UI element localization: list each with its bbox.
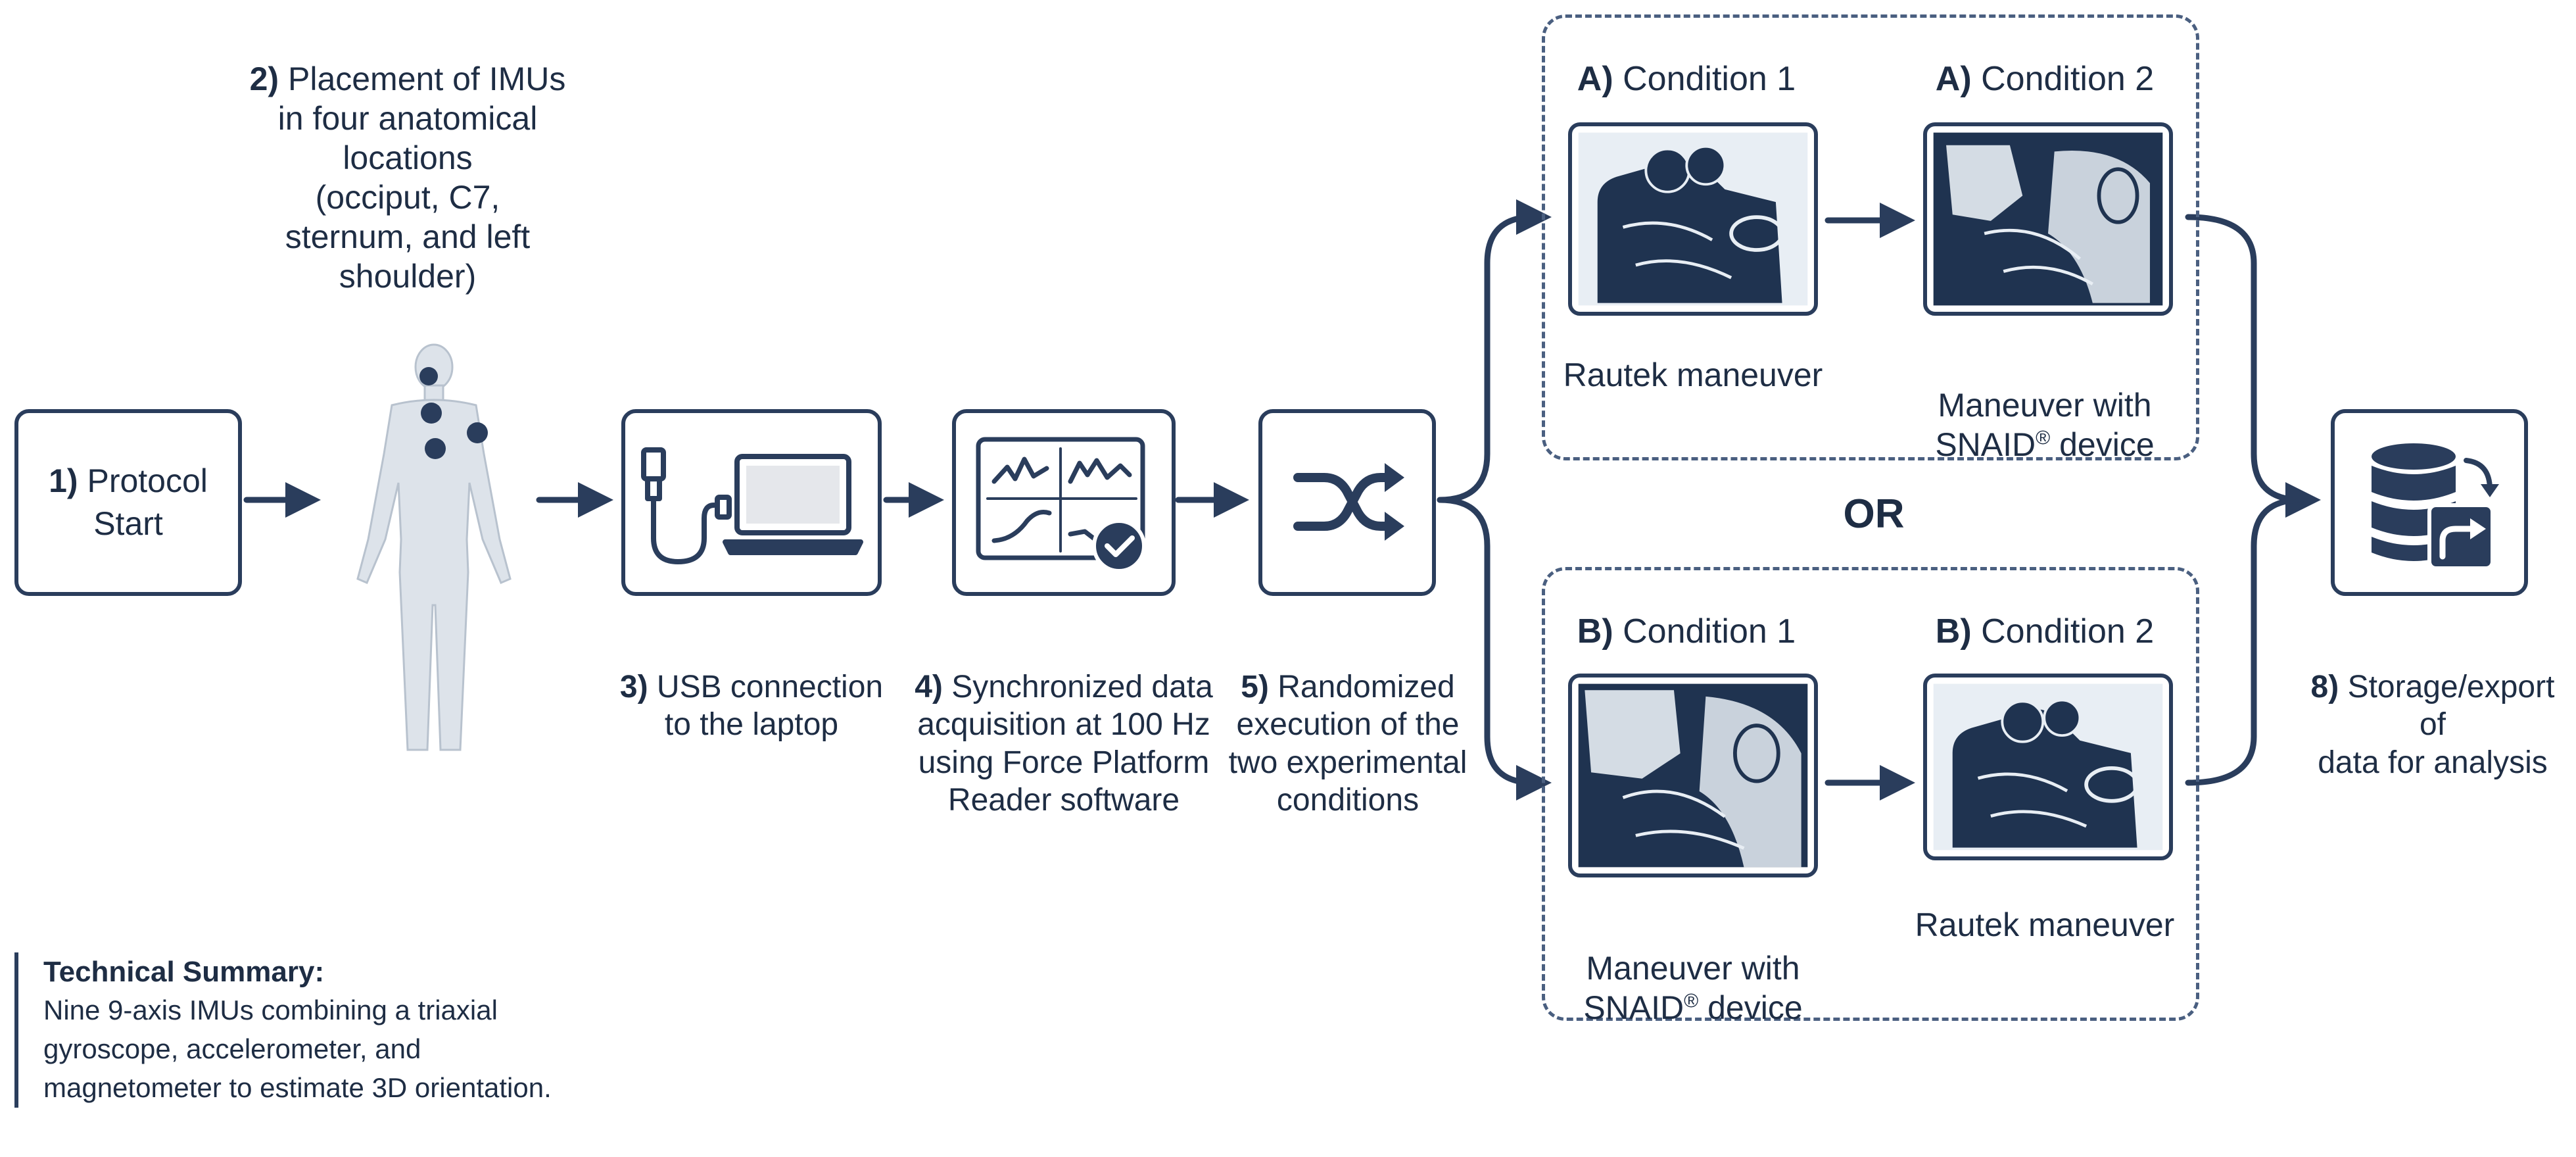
group-b-container	[1542, 567, 2199, 1021]
step-5-text: Randomized execution of the two experime…	[1228, 669, 1467, 818]
step-8-label: 8) Storage/export of data for analysis	[2301, 630, 2564, 781]
step-1-label: 1) Protocol Start	[18, 460, 238, 545]
step-3-box	[621, 409, 882, 596]
step-3-number: 3)	[619, 669, 648, 704]
step-8-box	[2331, 409, 2528, 596]
arrow-groupA-to-8	[2185, 214, 2321, 518]
rescue-scene-illustration	[1933, 132, 2163, 306]
group-a-condition-2-caption-line1: Maneuver with	[1938, 387, 2152, 424]
rescue-scene-illustration	[1578, 132, 1808, 306]
step-1-text: Protocol Start	[87, 462, 208, 542]
imu-c7-icon	[421, 403, 442, 424]
group-a-condition-2-title-text: Condition 2	[1971, 60, 2155, 98]
step-8-text: Storage/export of data for analysis	[2318, 669, 2555, 780]
step-1-number: 1)	[49, 462, 78, 499]
shuffle-icon	[1293, 463, 1404, 541]
technical-summary-text: Nine 9-axis IMUs combining a triaxial gy…	[43, 995, 552, 1103]
technical-summary-title: Technical Summary:	[43, 956, 325, 988]
imu-occiput-icon	[419, 367, 438, 385]
group-b-condition-1-title: B) Condition 1	[1565, 612, 1808, 651]
group-a-container	[1542, 14, 2199, 460]
step-1-box: 1) Protocol Start	[14, 409, 242, 596]
group-a-condition-1-prefix: A)	[1577, 60, 1613, 98]
group-a-condition-1-title: A) Condition 1	[1565, 59, 1808, 99]
step-4-box	[952, 409, 1176, 596]
group-b-condition-1-image	[1568, 674, 1818, 877]
step-4-label: 4) Synchronized data acquisition at 100 …	[901, 630, 1227, 820]
rescue-scene-illustration	[1933, 683, 2163, 850]
arrow-5-to-groupB	[1437, 497, 1552, 800]
step-4-text: Synchronized data acquisition at 100 Hz …	[917, 669, 1213, 818]
step-5-box	[1258, 409, 1436, 596]
technical-summary: Technical Summary: Nine 9-axis IMUs comb…	[14, 952, 701, 1108]
step-5-label: 5) Randomized execution of the two exper…	[1216, 630, 1479, 820]
step-2-text: Placement of IMUs in four anatomical loc…	[277, 61, 566, 295]
group-b-condition-2-image	[1923, 674, 2173, 860]
step-3-text: USB connection to the laptop	[656, 669, 884, 743]
group-a-condition-1-title-text: Condition 1	[1613, 60, 1796, 98]
registered-mark: ®	[1684, 990, 1699, 1012]
arrow-5-to-groupA	[1437, 199, 1552, 503]
step-5-number: 5)	[1241, 669, 1269, 704]
step-8-number: 8)	[2310, 669, 2339, 704]
group-b-condition-1-title-text: Condition 1	[1613, 612, 1796, 651]
imu-sternum-icon	[425, 438, 446, 459]
group-b-condition-2-caption: Rautek maneuver	[1915, 906, 2175, 943]
group-b-condition-1-caption-device: SNAID	[1583, 989, 1684, 1026]
registered-mark: ®	[2036, 427, 2051, 449]
step-3-label: 3) USB connection to the laptop	[605, 630, 898, 744]
group-a-condition-2-image	[1923, 122, 2173, 316]
group-b-condition-2-title: B) Condition 2	[1920, 612, 2170, 651]
arrow-groupB-to-8	[2185, 497, 2304, 786]
group-b-condition-2-title-text: Condition 2	[1971, 612, 2155, 651]
group-b-condition-1-prefix: B)	[1577, 612, 1613, 651]
group-b-condition-2-prefix: B)	[1935, 612, 1972, 651]
group-b-condition-1-caption-suffix: device	[1698, 989, 1803, 1026]
database-export-icon	[2372, 443, 2499, 570]
group-a-condition-2-prefix: A)	[1935, 60, 1972, 98]
step-2-label: 2) Placement of IMUs in four anatomical …	[230, 20, 585, 296]
step-2-number: 2)	[249, 61, 279, 97]
body-figure-illustration	[356, 343, 512, 751]
group-a-condition-1-image	[1568, 122, 1818, 316]
rescue-scene-illustration	[1578, 683, 1808, 868]
group-a-condition-2-caption-suffix: device	[2050, 426, 2155, 463]
or-separator-label: OR	[1843, 491, 1905, 537]
group-a-condition-2-title: A) Condition 2	[1920, 59, 2170, 99]
group-b-condition-1-caption-line1: Maneuver with	[1586, 950, 1800, 987]
data-acquisition-icon	[976, 437, 1146, 573]
imu-left-shoulder-icon	[467, 422, 488, 443]
step-4-number: 4)	[915, 669, 943, 704]
usb-laptop-icon	[641, 447, 863, 564]
group-a-condition-1-caption: Rautek maneuver	[1563, 357, 1823, 393]
group-a-condition-2-caption-device: SNAID	[1935, 426, 2036, 463]
